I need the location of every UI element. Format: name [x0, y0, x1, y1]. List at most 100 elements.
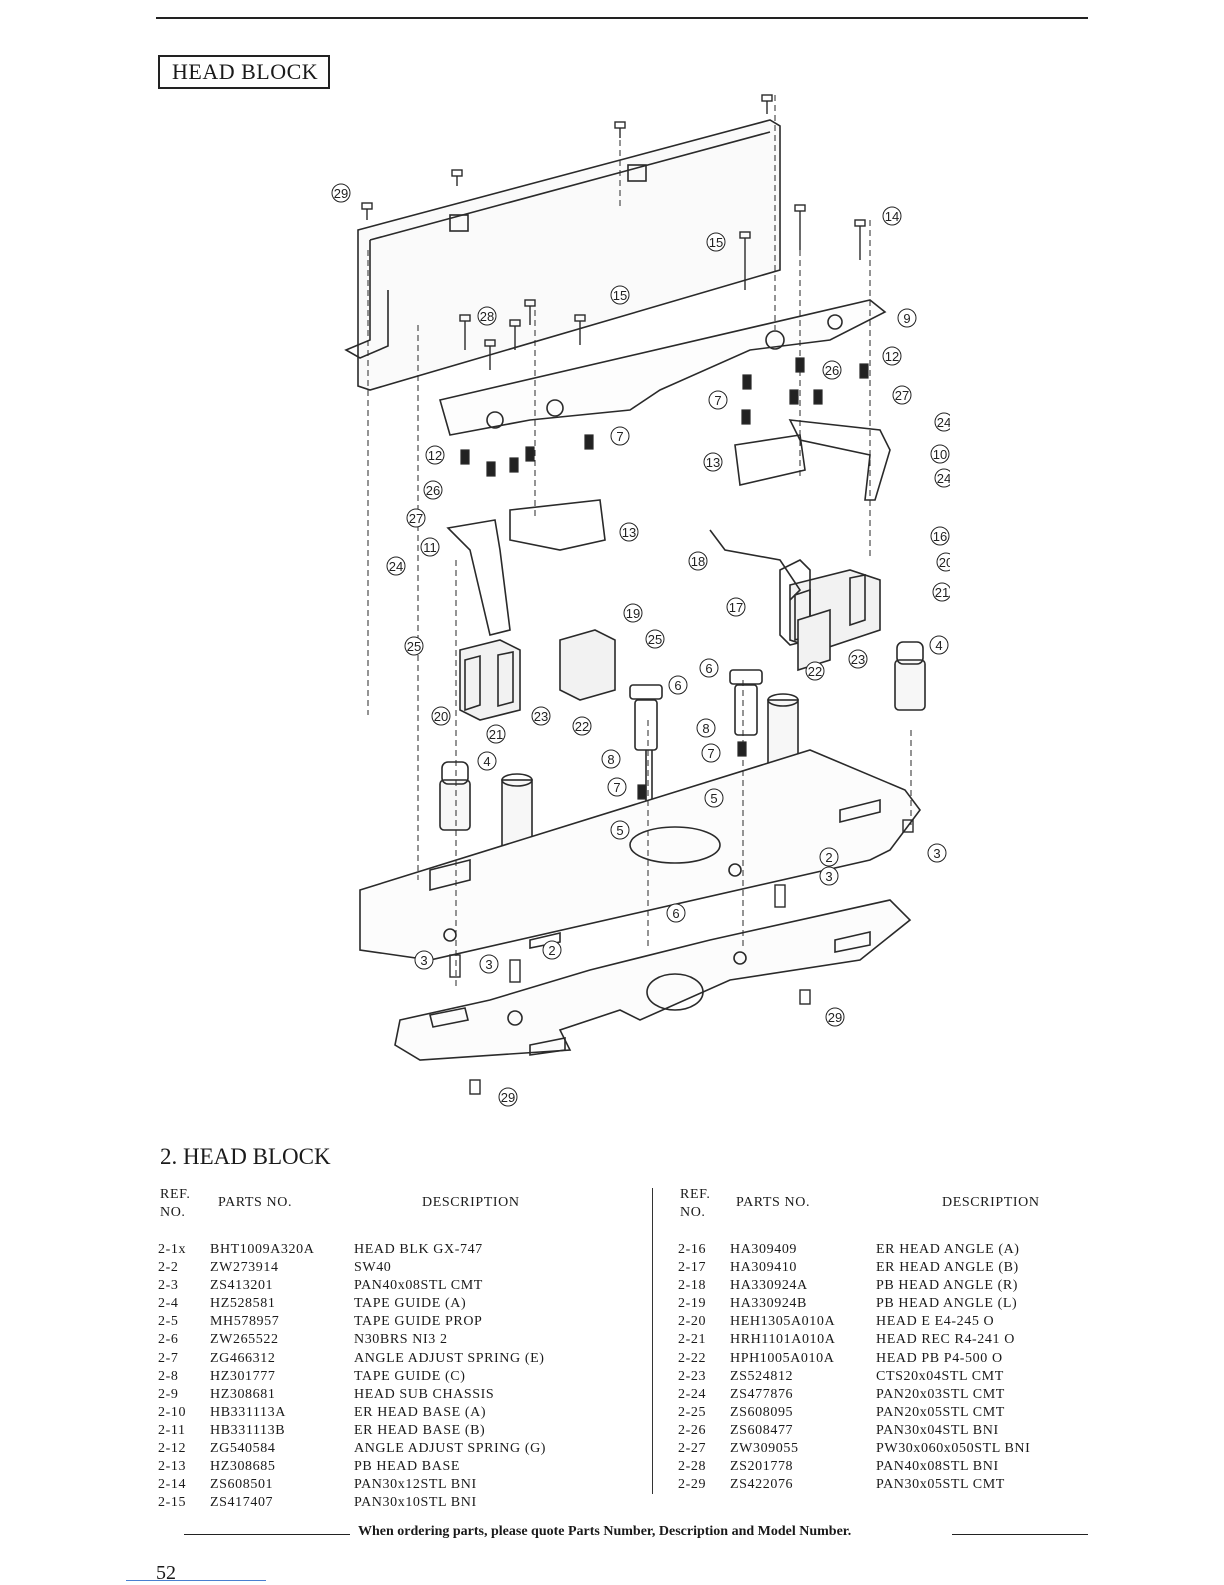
description-cell: ANGLE ADJUST SPRING (E)	[354, 1350, 545, 1366]
parts-no-cell: HEH1305A010A	[730, 1314, 836, 1330]
callout-label: 13	[622, 525, 636, 540]
callout-label: 26	[825, 363, 839, 378]
callout-label: 3	[485, 957, 492, 972]
description-cell: PB HEAD ANGLE (L)	[876, 1296, 1018, 1312]
callout-label: 11	[423, 540, 437, 555]
parts-no-cell: HB331113A	[210, 1404, 286, 1420]
parts-no-cell: ZS422076	[730, 1477, 794, 1493]
description-cell: PAN20x05STL CMT	[876, 1404, 1005, 1420]
table-row: 2-14 ZS608501 PAN30x12STL BNI	[158, 1477, 650, 1495]
ref-no-cell: 2-28	[678, 1459, 707, 1475]
ref-no-header: REF. NO.	[680, 1187, 711, 1220]
callout-label: 2	[548, 943, 555, 958]
ref-no-header: REF. NO.	[160, 1187, 191, 1220]
table-row: 2-6 ZW265522 N30BRS NI3 2	[158, 1332, 650, 1350]
callout-label: 20	[939, 555, 950, 570]
page-number-underline	[126, 1580, 266, 1581]
description-cell: N30BRS NI3 2	[354, 1332, 448, 1348]
callout-label: 3	[825, 869, 832, 884]
description-cell: PAN40x08STL CMT	[354, 1278, 483, 1294]
ref-no-cell: 2-6	[158, 1332, 179, 1348]
callout-label: 17	[729, 600, 743, 615]
callout-label: 15	[613, 288, 627, 303]
ref-no-cell: 2-29	[678, 1477, 707, 1493]
parts-no-cell: HA330924A	[730, 1278, 808, 1294]
description-cell: PAN30x04STL BNI	[876, 1422, 999, 1438]
ref-no-cell: 2-15	[158, 1495, 187, 1511]
parts-no-cell: HZ301777	[210, 1368, 276, 1384]
table-row: 2-21 HRH1101A010A HEAD REC R4-241 O	[678, 1332, 1078, 1350]
callout-label: 13	[706, 455, 720, 470]
parts-no-cell: MH578957	[210, 1314, 280, 1330]
ref-no-cell: 2-21	[678, 1332, 707, 1348]
description-cell: PAN30x12STL BNI	[354, 1477, 477, 1493]
callout-label: 21	[935, 585, 949, 600]
description-cell: PB HEAD BASE	[354, 1459, 460, 1475]
callout-label: 5	[710, 791, 717, 806]
footer-rule-left	[184, 1534, 350, 1535]
parts-no-cell: HPH1005A010A	[730, 1350, 835, 1366]
page-title-box: HEAD BLOCK	[158, 55, 331, 89]
description-cell: CTS20x04STL CMT	[876, 1368, 1004, 1384]
ref-no-cell: 2-19	[678, 1296, 707, 1312]
description-cell: ER HEAD ANGLE (B)	[876, 1260, 1019, 1276]
callout-label: 10	[933, 447, 947, 462]
table-header: REF. NO. PARTS NO. DESCRIPTION	[678, 1186, 1078, 1236]
callout-label: 6	[672, 906, 679, 921]
parts-no-cell: ZG466312	[210, 1350, 276, 1366]
parts-no-cell: ZS201778	[730, 1459, 794, 1475]
description-header: DESCRIPTION	[942, 1195, 1040, 1210]
description-cell: HEAD REC R4-241 O	[876, 1332, 1015, 1348]
parts-no-cell: HA330924B	[730, 1296, 807, 1312]
parts-no-cell: ZS524812	[730, 1368, 794, 1384]
callout-label: 23	[851, 652, 865, 667]
callout-label: 4	[483, 754, 490, 769]
callout-label: 24	[389, 559, 403, 574]
description-cell: ER HEAD BASE (A)	[354, 1404, 487, 1420]
description-cell: ER HEAD BASE (B)	[354, 1422, 486, 1438]
parts-no-cell: ZS608477	[730, 1422, 794, 1438]
callout-label: 12	[428, 448, 442, 463]
top-rule	[156, 17, 1088, 19]
section-title: 2. HEAD BLOCK	[160, 1144, 331, 1169]
parts-no-cell: ZW265522	[210, 1332, 279, 1348]
callout-label: 25	[648, 632, 662, 647]
ref-no-cell: 2-14	[158, 1477, 187, 1493]
description-cell: TAPE GUIDE (C)	[354, 1368, 466, 1384]
parts-no-cell: ZS477876	[730, 1386, 794, 1402]
parts-no-cell: HRH1101A010A	[730, 1332, 836, 1348]
callout-label: 21	[489, 727, 503, 742]
ref-no-cell: 2-25	[678, 1404, 707, 1420]
description-cell: HEAD SUB CHASSIS	[354, 1386, 495, 1402]
callout-label: 27	[409, 511, 423, 526]
ref-no-cell: 2-1x	[158, 1242, 187, 1257]
parts-no-cell: HB331113B	[210, 1422, 286, 1438]
parts-no-cell: ZS608501	[210, 1477, 274, 1493]
callout-label: 22	[808, 664, 822, 679]
callout-label: 6	[674, 678, 681, 693]
parts-no-cell: ZG540584	[210, 1441, 276, 1457]
table-row: 2-19 HA330924B PB HEAD ANGLE (L)	[678, 1296, 1078, 1314]
callout-label: 15	[709, 235, 723, 250]
ref-no-cell: 2-13	[158, 1459, 187, 1475]
callout-label: 7	[616, 429, 623, 444]
parts-no-cell: BHT1009A320A	[210, 1242, 315, 1257]
parts-no-header: PARTS NO.	[218, 1195, 293, 1210]
ref-no-cell: 2-22	[678, 1350, 707, 1366]
